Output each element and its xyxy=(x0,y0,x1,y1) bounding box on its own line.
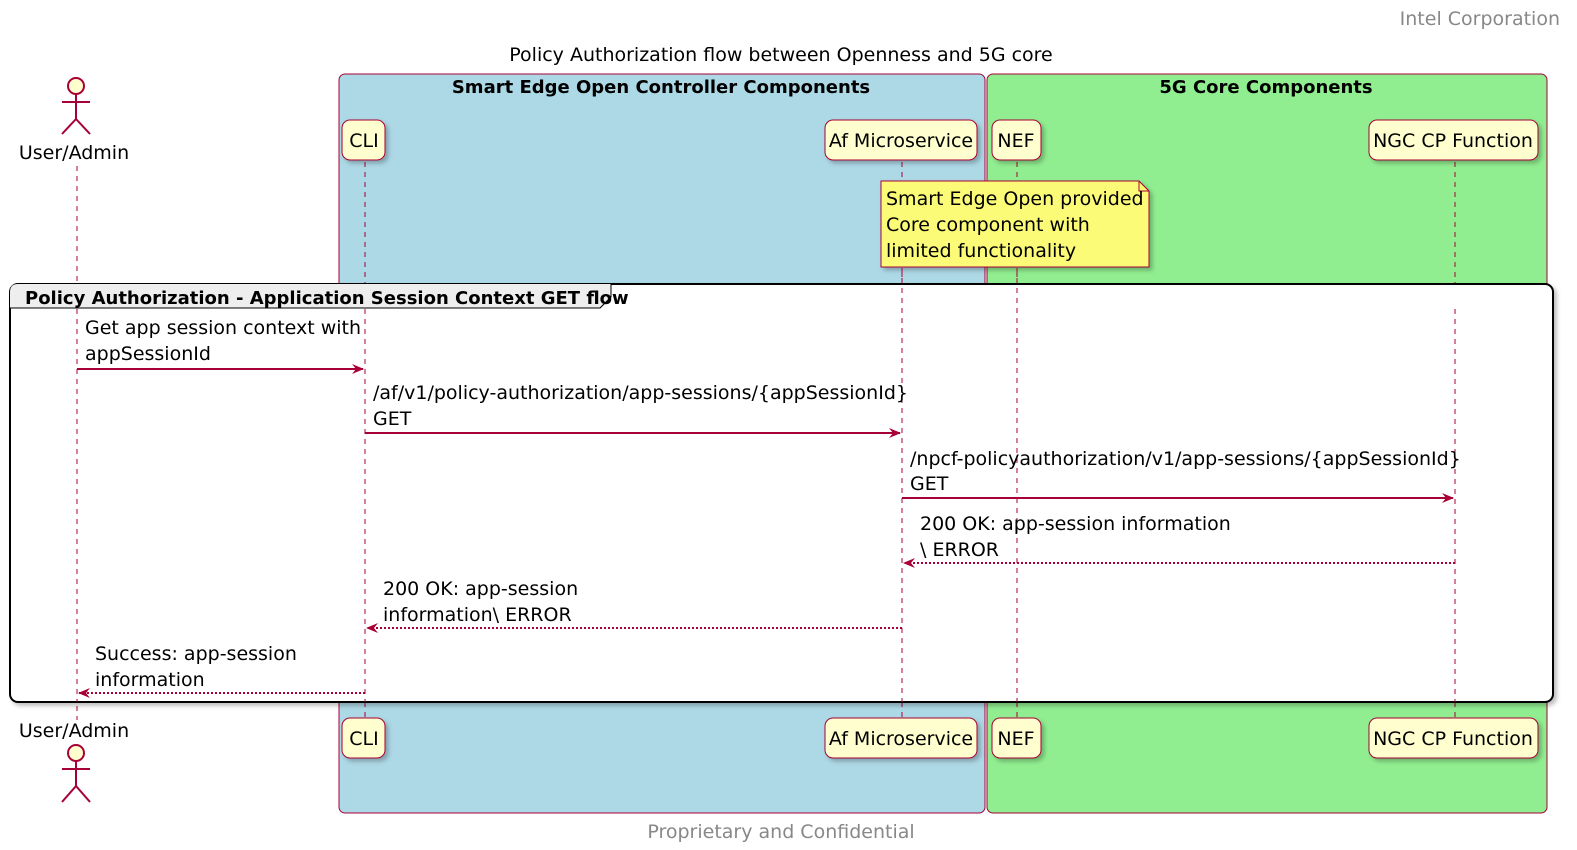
participant-af-bottom: Af Microservice xyxy=(824,717,978,759)
note-line-3: limited functionality xyxy=(886,240,1076,262)
diagram-title: Policy Authorization flow between Openne… xyxy=(509,44,1052,66)
group-frame: Policy Authorization - Application Sessi… xyxy=(9,283,1554,703)
participant-nef-label: NEF xyxy=(997,130,1034,152)
svg-text:200 OK: app-session informatio: 200 OK: app-session information xyxy=(920,513,1231,535)
core-box-title: 5G Core Components xyxy=(1159,77,1372,98)
footer-text: Proprietary and Confidential xyxy=(647,821,914,843)
participant-ngc-top: NGC CP Function xyxy=(1368,119,1539,161)
svg-text:200 OK: app-session: 200 OK: app-session xyxy=(383,578,578,600)
controller-box-title: Smart Edge Open Controller Components xyxy=(452,77,870,98)
svg-text:Af Microservice: Af Microservice xyxy=(829,728,973,750)
participant-af-label: Af Microservice xyxy=(829,130,973,152)
svg-text:CLI: CLI xyxy=(349,728,378,750)
message-6: Success: app-session information xyxy=(78,643,365,698)
svg-text:NEF: NEF xyxy=(997,728,1034,750)
svg-text:information\ ERROR: information\ ERROR xyxy=(383,604,572,626)
participant-nef-top: NEF xyxy=(991,119,1042,161)
group-title: Policy Authorization - Application Sessi… xyxy=(25,288,629,309)
participant-cli-label: CLI xyxy=(349,130,378,152)
message-2: /af/v1/policy-authorization/app-sessions… xyxy=(365,382,908,438)
message-3: /npcf-policyauthorization/v1/app-session… xyxy=(902,448,1461,503)
message-5: 200 OK: app-session information\ ERROR xyxy=(366,578,902,633)
participant-cli-top: CLI xyxy=(341,119,386,161)
svg-text:Get app session context with: Get app session context with xyxy=(85,317,361,339)
svg-text:information: information xyxy=(95,669,205,691)
svg-text:\ ERROR: \ ERROR xyxy=(920,539,999,561)
note-nef: Smart Edge Open provided Core component … xyxy=(880,180,1150,268)
svg-text:NGC CP Function: NGC CP Function xyxy=(1373,728,1533,750)
participant-ngc-bottom: NGC CP Function xyxy=(1368,717,1539,759)
participant-ngc-label: NGC CP Function xyxy=(1373,130,1533,152)
participant-user-label-top: User/Admin xyxy=(19,142,129,164)
message-4: 200 OK: app-session information \ ERROR xyxy=(903,513,1455,568)
svg-text:GET: GET xyxy=(373,408,412,430)
svg-text:/npcf-policyauthorization/v1/a: /npcf-policyauthorization/v1/app-session… xyxy=(910,448,1461,470)
participant-af-top: Af Microservice xyxy=(824,119,978,161)
participant-user-label-bottom: User/Admin xyxy=(19,720,129,742)
user-actor-icon-top xyxy=(61,77,91,135)
note-line-2: Core component with xyxy=(886,214,1090,236)
participant-cli-bottom: CLI xyxy=(341,717,386,759)
note-line-1: Smart Edge Open provided xyxy=(886,188,1144,210)
svg-text:appSessionId: appSessionId xyxy=(85,343,211,365)
user-actor-icon-bottom xyxy=(61,744,91,803)
svg-text:GET: GET xyxy=(910,473,949,495)
participant-nef-bottom: NEF xyxy=(991,717,1042,759)
company-label: Intel Corporation xyxy=(1400,8,1560,30)
svg-text:Success: app-session: Success: app-session xyxy=(95,643,297,665)
svg-text:/af/v1/policy-authorization/ap: /af/v1/policy-authorization/app-sessions… xyxy=(373,382,908,404)
message-1: Get app session context with appSessionI… xyxy=(77,317,364,374)
